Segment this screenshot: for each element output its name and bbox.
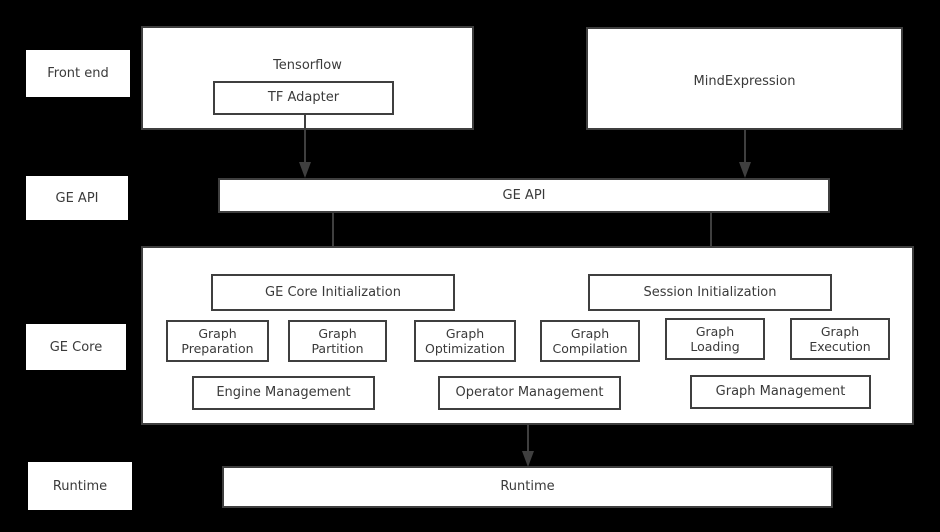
- graph-management-box[interactable]: Graph Management: [690, 375, 871, 409]
- ge-core-initialization-label: GE Core Initialization: [265, 284, 401, 300]
- tier-label-runtime-text: Runtime: [52, 478, 108, 494]
- ge-api-bar[interactable]: GE API: [218, 178, 830, 213]
- session-initialization-box[interactable]: Session Initialization: [588, 274, 832, 311]
- arrow-ge-core-to-runtime: [518, 425, 538, 469]
- operator-management-label: Operator Management: [455, 385, 604, 401]
- tf-adapter-label: TF Adapter: [267, 90, 340, 106]
- tier-label-front-end: Front end: [26, 50, 130, 97]
- mindexpression-title: MindExpression: [693, 74, 796, 89]
- arrow-mindexpression-to-ge-api: [735, 130, 755, 180]
- graph-optimization-box[interactable]: Graph Optimization: [414, 320, 516, 362]
- graph-loading-label: Graph Loading: [690, 324, 740, 354]
- graph-optimization-label: Graph Optimization: [425, 326, 505, 356]
- graph-partition-label: Graph Partition: [311, 326, 364, 356]
- graph-preparation-box[interactable]: Graph Preparation: [166, 320, 269, 362]
- operator-management-box[interactable]: Operator Management: [438, 376, 621, 410]
- session-initialization-label: Session Initialization: [643, 284, 777, 300]
- arrow-tf-adapter-to-ge-api: [295, 114, 315, 180]
- runtime-bar[interactable]: Runtime: [222, 466, 833, 508]
- tier-label-front-end-text: Front end: [47, 66, 109, 81]
- tier-label-ge-api: GE API: [26, 176, 128, 220]
- graph-compilation-label: Graph Compilation: [552, 326, 628, 356]
- graph-compilation-box[interactable]: Graph Compilation: [540, 320, 640, 362]
- tier-label-ge-core: GE Core: [26, 324, 126, 370]
- graph-partition-box[interactable]: Graph Partition: [288, 320, 387, 362]
- tf-adapter-box[interactable]: TF Adapter: [213, 81, 394, 115]
- graph-preparation-label: Graph Preparation: [181, 326, 254, 356]
- ge-core-initialization-box[interactable]: GE Core Initialization: [211, 274, 455, 311]
- engine-management-box[interactable]: Engine Management: [192, 376, 375, 410]
- mindexpression-container: MindExpression: [586, 27, 903, 130]
- graph-loading-box[interactable]: Graph Loading: [665, 318, 765, 360]
- ge-api-bar-label: GE API: [502, 187, 546, 203]
- tier-label-ge-core-text: GE Core: [49, 339, 103, 355]
- engine-management-label: Engine Management: [216, 385, 351, 401]
- graph-management-label: Graph Management: [715, 384, 846, 400]
- graph-execution-label: Graph Execution: [809, 324, 871, 354]
- tier-label-ge-api-text: GE API: [55, 190, 99, 206]
- graph-execution-box[interactable]: Graph Execution: [790, 318, 890, 360]
- runtime-bar-label: Runtime: [500, 479, 555, 495]
- tier-label-runtime: Runtime: [28, 462, 132, 510]
- tensorflow-title: Tensorflow: [273, 58, 342, 73]
